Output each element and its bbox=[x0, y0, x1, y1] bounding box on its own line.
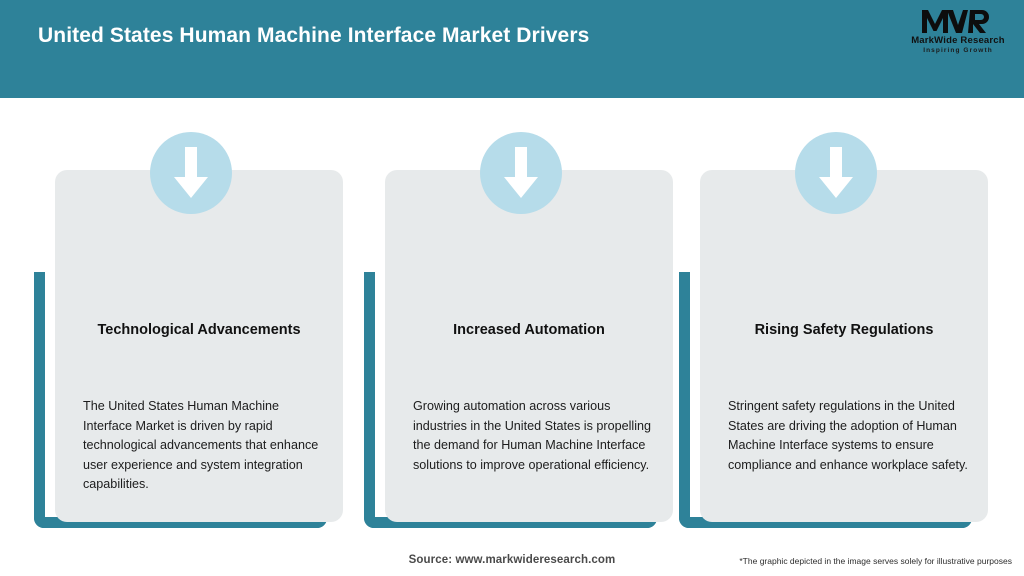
card-panel: Technological Advancements The United St… bbox=[55, 170, 343, 522]
source-label: Source: www.markwideresearch.com bbox=[408, 554, 616, 566]
card-body-text: The United States Human Machine Interfac… bbox=[83, 399, 319, 491]
drivers-card-group: Technological Advancements The United St… bbox=[0, 98, 1024, 538]
card-panel: Increased Automation Growing automation … bbox=[385, 170, 673, 522]
logo-company-name: MarkWide Research bbox=[911, 35, 1005, 46]
card-panel: Rising Safety Regulations Stringent safe… bbox=[700, 170, 988, 522]
card-body-text: Stringent safety regulations in the Unit… bbox=[728, 399, 968, 472]
brand-logo: MarkWide Research Inspiring Growth bbox=[906, 8, 1010, 58]
arrow-down-icon bbox=[795, 132, 877, 214]
card-title: Technological Advancements bbox=[97, 322, 301, 338]
driver-card[interactable]: Increased Automation Growing automation … bbox=[352, 98, 673, 538]
disclaimer-note: *The graphic depicted in the image serve… bbox=[739, 556, 1012, 566]
logo-tagline: Inspiring Growth bbox=[923, 47, 993, 54]
page-title: United States Human Machine Interface Ma… bbox=[38, 24, 590, 47]
mwr-monogram-icon bbox=[906, 8, 1010, 34]
page-header: United States Human Machine Interface Ma… bbox=[0, 0, 1024, 98]
card-title: Increased Automation bbox=[453, 322, 605, 338]
card-body-text: Growing automation across various indust… bbox=[413, 399, 652, 472]
driver-card[interactable]: Technological Advancements The United St… bbox=[22, 98, 343, 538]
arrow-down-icon bbox=[150, 132, 232, 214]
card-title: Rising Safety Regulations bbox=[754, 322, 934, 338]
driver-card[interactable]: Rising Safety Regulations Stringent safe… bbox=[667, 98, 988, 538]
arrow-down-icon bbox=[480, 132, 562, 214]
